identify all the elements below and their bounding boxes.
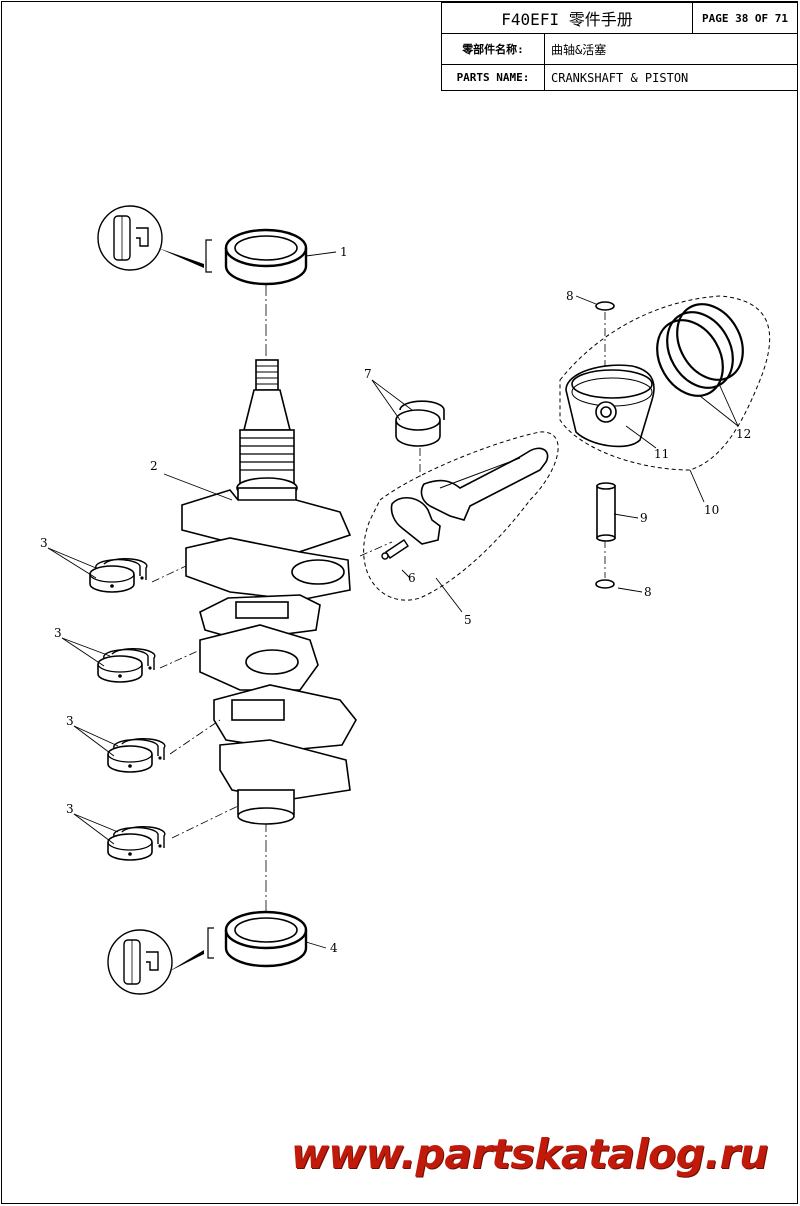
callout-6: 6: [408, 571, 416, 585]
piston-rings: [656, 303, 744, 397]
crankshaft: [181, 359, 357, 825]
page-indicator: PAGE 38 OF 71: [692, 2, 798, 34]
callout-12: 12: [736, 427, 751, 441]
callout-3a: 3: [40, 536, 48, 550]
callout-5: 5: [464, 613, 472, 627]
callout-leaders: [47, 251, 739, 949]
callout-3d: 3: [66, 802, 74, 816]
callout-9: 9: [640, 511, 648, 525]
main-bearing-3: [107, 737, 166, 773]
cn-parts-name-value: 曲轴&活塞: [544, 32, 798, 66]
connecting-rod: [359, 447, 549, 557]
callout-2: 2: [150, 459, 158, 473]
callout-3b: 3: [54, 626, 62, 640]
callout-8-top: 8: [566, 289, 574, 303]
en-parts-name-value: CRANKSHAFT & PISTON: [544, 64, 798, 91]
conrod-bolt: [381, 539, 409, 560]
callout-10: 10: [704, 503, 719, 517]
title-block: F40EFI 零件手册 PAGE 38 OF 71 零部件名称: 曲轴&活塞 P…: [441, 2, 798, 91]
en-parts-name-label: PARTS NAME:: [441, 64, 545, 91]
piston: [565, 364, 655, 448]
main-bearing-2: [97, 647, 156, 683]
watermark-text: www.partskatalog.ru: [290, 1130, 769, 1178]
grease-apply-icon-top: [97, 205, 212, 273]
callout-4: 4: [330, 941, 338, 955]
piston-pin-clip-bottom: [595, 579, 615, 589]
callout-7: 7: [364, 367, 372, 381]
callout-8-bottom: 8: [644, 585, 652, 599]
callout-3c: 3: [66, 714, 74, 728]
bearing-leader-lines: [151, 565, 239, 839]
callout-1: 1: [340, 245, 348, 259]
callout-11: 11: [654, 447, 669, 461]
piston-group-outline: [559, 295, 771, 471]
oil-seal-top: [224, 228, 308, 286]
conrod-bearing: [395, 400, 445, 447]
piston-pin-clip-top: [595, 301, 615, 311]
main-bearing-1: [89, 557, 148, 593]
oil-seal-bottom: [224, 910, 308, 968]
grease-apply-icon-bottom: [107, 927, 214, 995]
piston-pin: [596, 482, 616, 542]
